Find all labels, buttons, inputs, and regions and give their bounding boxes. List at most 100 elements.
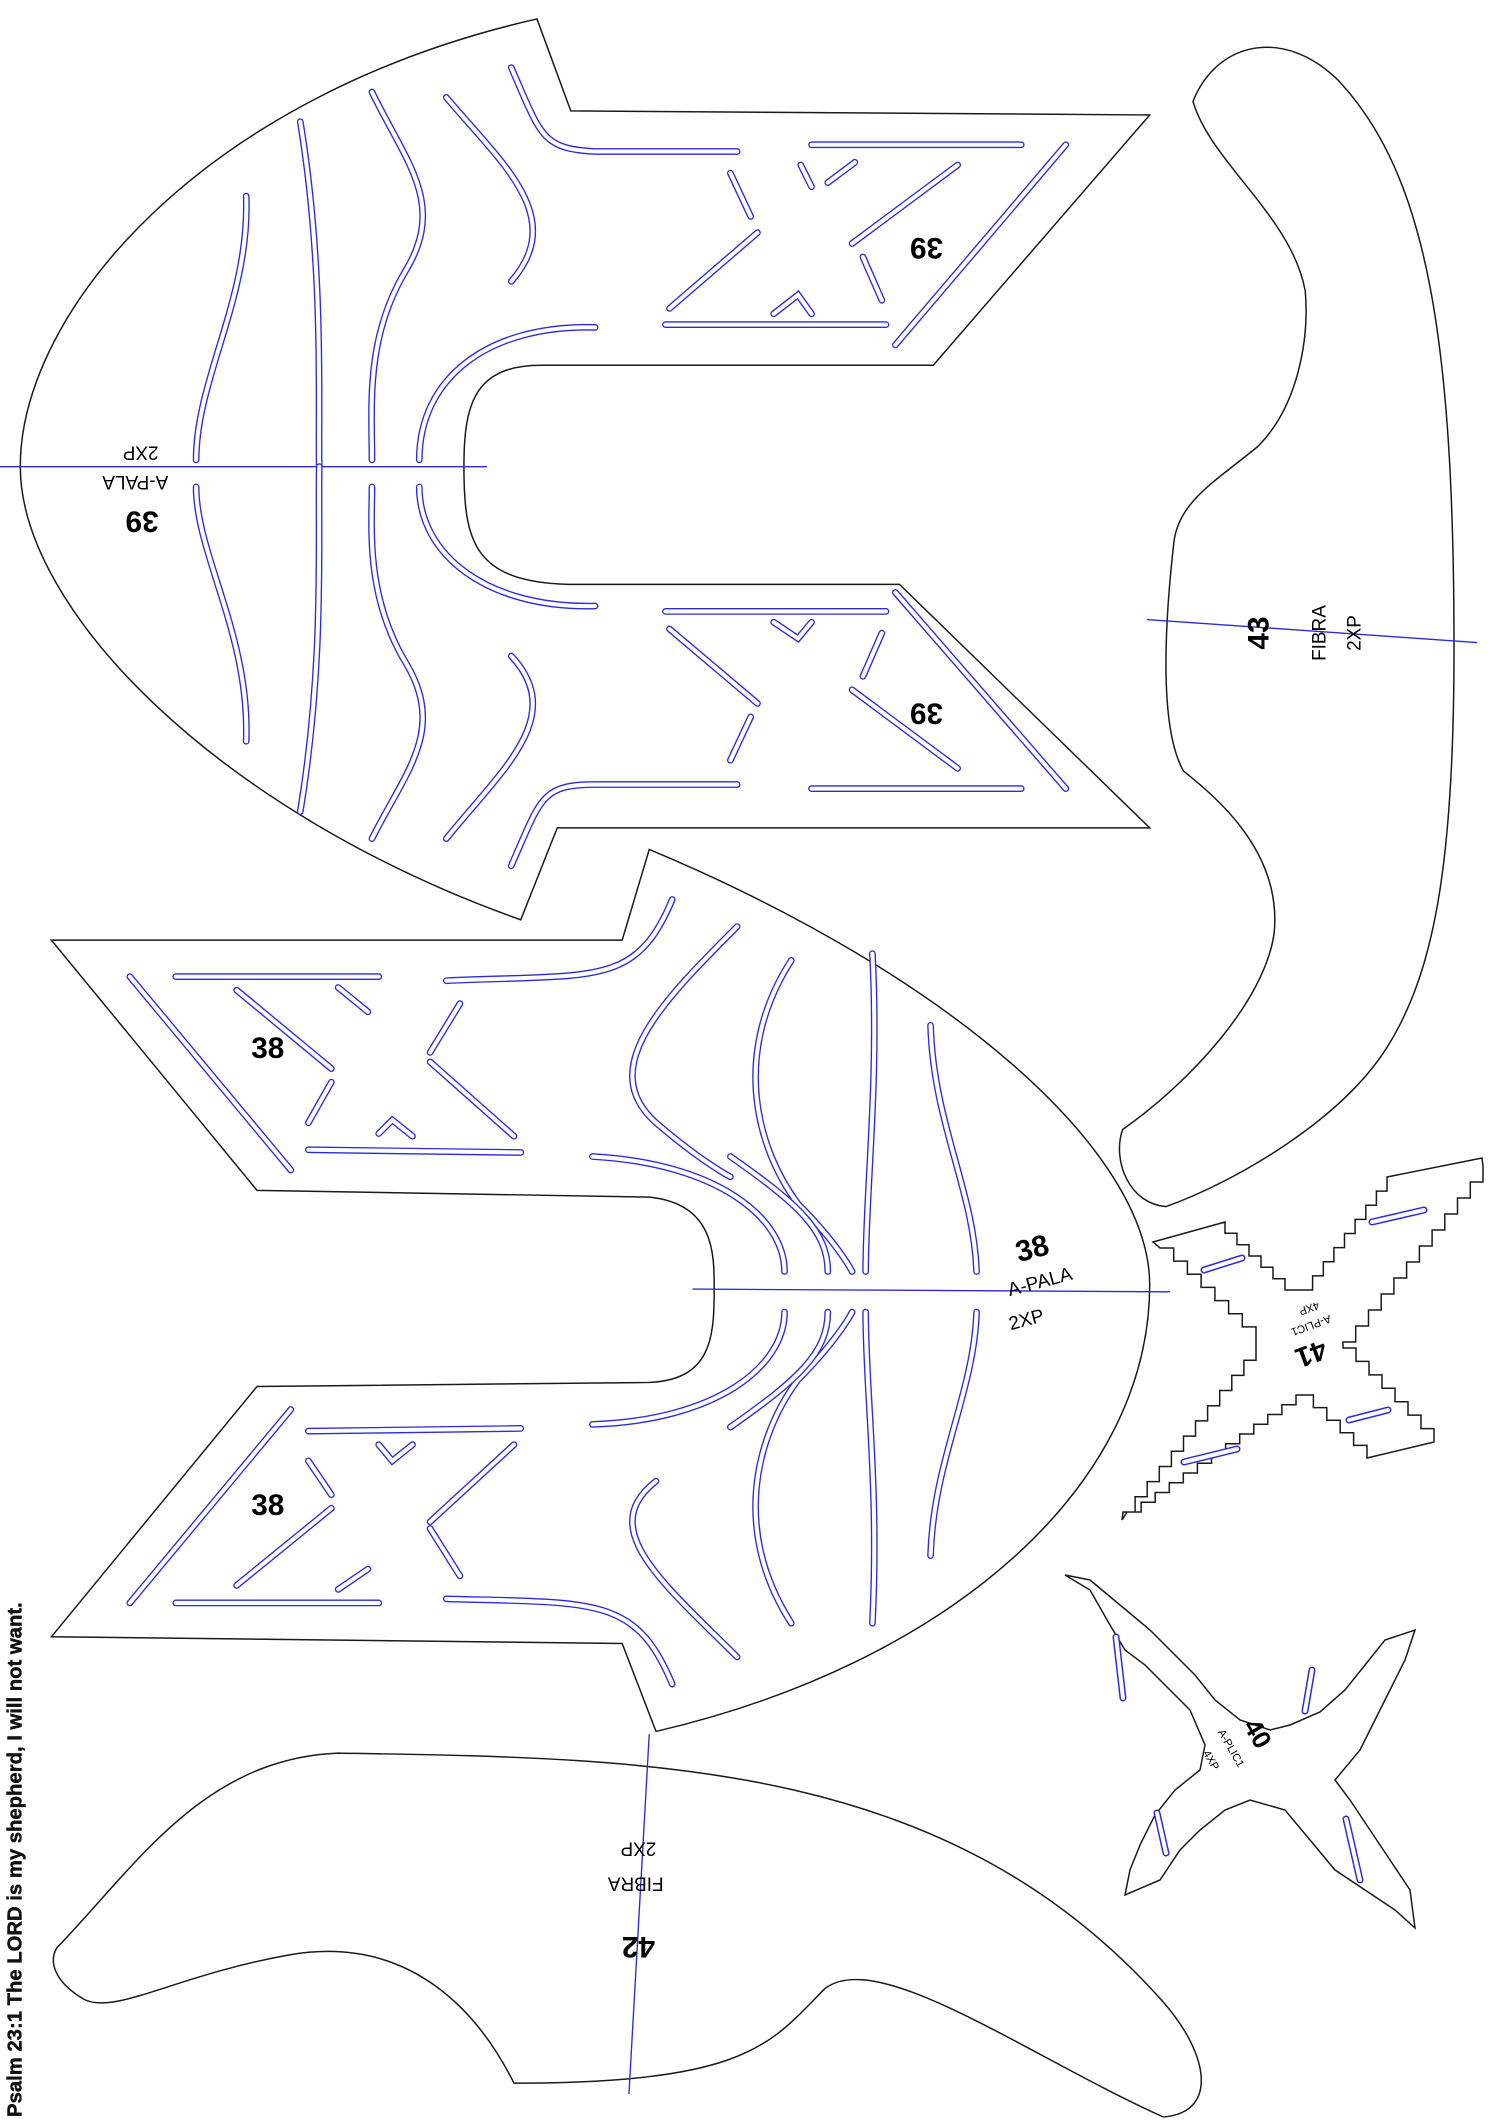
piece-41-number: 41 bbox=[1291, 1334, 1331, 1374]
piece-43: 43 FIBRA 2XP bbox=[1118, 46, 1478, 1208]
piece-38-centerline bbox=[692, 1288, 1170, 1293]
slot-marking-core bbox=[753, 958, 855, 1274]
slot-marking-core bbox=[234, 988, 334, 1071]
slot-marking-core bbox=[893, 590, 1068, 791]
slot-marking-core bbox=[444, 654, 535, 841]
piece-39-side-number: 39 bbox=[910, 231, 943, 264]
slot-marking-core bbox=[428, 1059, 517, 1139]
slot-marking-core bbox=[298, 464, 322, 814]
verse-text: Psalm 23:1 The LORD is my shepherd, I wi… bbox=[5, 1602, 27, 2117]
piece-42-centerline bbox=[628, 1734, 650, 2094]
slot-marking-core bbox=[860, 631, 884, 679]
slot-marking-core bbox=[860, 254, 884, 303]
slot-marking-core bbox=[728, 1310, 830, 1430]
slot-marking-core bbox=[667, 626, 760, 706]
slot-marking-core bbox=[753, 1310, 855, 1626]
slot-marking-core bbox=[428, 1526, 462, 1578]
slot-marking-core bbox=[306, 1147, 523, 1155]
piece-41: 41 A-PLIC1 4XP bbox=[1121, 1157, 1484, 1521]
piece-39-name: A-PALA bbox=[102, 471, 168, 492]
slot-marking-core bbox=[194, 484, 249, 744]
slot-marking-core bbox=[667, 230, 760, 311]
piece-42-number: 42 bbox=[622, 1930, 655, 1963]
piece-39-outline bbox=[19, 18, 1152, 921]
piece-40-slots bbox=[1112, 1633, 1364, 1884]
piece-38-outline bbox=[49, 848, 1151, 1733]
slot-marking-core bbox=[630, 1479, 740, 1660]
piece-39-number: 39 bbox=[125, 504, 158, 537]
slot-marking-core bbox=[369, 89, 425, 462]
piece-38-side-number: 38 bbox=[251, 1032, 284, 1065]
slot-marking-core bbox=[369, 484, 425, 841]
piece-38-number: 38 bbox=[1012, 1229, 1053, 1269]
slot-marking-core bbox=[630, 924, 740, 1179]
slot-marking-core bbox=[1370, 1208, 1426, 1224]
slot-marking-core bbox=[893, 142, 1068, 347]
slot-marking-core bbox=[928, 1023, 979, 1274]
piece-41-name: A-PLIC1 bbox=[1289, 1312, 1332, 1337]
slot-marking-core bbox=[306, 1426, 523, 1434]
slot-marking-core bbox=[444, 897, 675, 983]
slot-marking-core bbox=[771, 291, 814, 316]
slot-marking-core bbox=[428, 1442, 517, 1524]
piece-38: 38 A-PALA 2XP 38 38 bbox=[49, 848, 1170, 1733]
slot-marking-core bbox=[1114, 1635, 1125, 1700]
slot-marking-core bbox=[336, 985, 370, 1014]
slot-marking-core bbox=[1155, 1811, 1168, 1855]
piece-42-outline bbox=[52, 1752, 1202, 2118]
slot-marking-core bbox=[298, 119, 322, 469]
piece-43-outline bbox=[1118, 46, 1455, 1208]
slot-marking-core bbox=[590, 1310, 787, 1427]
slot-marking-core bbox=[928, 1310, 979, 1558]
slot-marking-core bbox=[376, 1442, 415, 1464]
piece-42-qty: 2XP bbox=[621, 1837, 657, 1858]
slot-marking-core bbox=[825, 160, 857, 185]
slot-marking-core bbox=[127, 974, 293, 1173]
piece-40-qty: 4XP bbox=[1200, 1748, 1221, 1772]
slot-marking-core bbox=[509, 65, 740, 154]
piece-42: 42 FIBRA 2XP bbox=[52, 1734, 1202, 2118]
slot-marking-core bbox=[306, 1080, 334, 1125]
slot-marking-core bbox=[1303, 1668, 1314, 1713]
slot-marking-core bbox=[850, 687, 960, 771]
piece-38-side-number-2: 38 bbox=[251, 1489, 284, 1522]
slot-marking-core bbox=[444, 1596, 675, 1687]
piece-39-qty: 2XP bbox=[123, 441, 159, 462]
slot-marking-core bbox=[1182, 1447, 1239, 1464]
slot-marking-core bbox=[798, 162, 814, 189]
piece-41-outline bbox=[1121, 1157, 1484, 1521]
piece-39-side-number-2: 39 bbox=[910, 696, 943, 729]
slot-marking-core bbox=[127, 1407, 293, 1605]
slot-marking-core bbox=[417, 484, 598, 609]
slot-marking-core bbox=[336, 1567, 370, 1592]
piece-43-number: 43 bbox=[1243, 617, 1276, 650]
slot-marking-core bbox=[850, 162, 960, 246]
slot-marking-core bbox=[194, 194, 249, 462]
piece-40: 40 A-PLIC1 4XP bbox=[1064, 1574, 1417, 1930]
slot-marking-core bbox=[376, 1117, 415, 1139]
slot-marking-core bbox=[728, 171, 753, 219]
piece-39: 39 A-PALA 2XP 39 39 bbox=[0, 18, 1152, 921]
slot-marking-core bbox=[428, 1001, 462, 1055]
slot-marking-core bbox=[590, 1154, 787, 1274]
piece-40-outline bbox=[1064, 1574, 1417, 1930]
slot-marking-core bbox=[863, 951, 877, 1274]
piece-41-slots bbox=[1180, 1206, 1428, 1466]
slot-marking-core bbox=[306, 1458, 334, 1497]
piece-39-slots bbox=[192, 64, 1070, 870]
piece-41-qty: 4XP bbox=[1297, 1299, 1321, 1317]
slot-marking-core bbox=[509, 782, 740, 868]
slot-marking-core bbox=[234, 1506, 334, 1588]
slot-marking-core bbox=[1347, 1408, 1390, 1422]
slot-marking-core bbox=[444, 95, 535, 284]
slot-marking-core bbox=[1344, 1817, 1362, 1882]
slot-marking-core bbox=[863, 1310, 877, 1626]
slot-marking-core bbox=[771, 620, 814, 642]
piece-43-name: FIBRA bbox=[1310, 605, 1331, 661]
piece-43-qty: 2XP bbox=[1345, 615, 1366, 651]
piece-38-slots bbox=[126, 896, 980, 1688]
slot-marking-core bbox=[728, 714, 753, 763]
